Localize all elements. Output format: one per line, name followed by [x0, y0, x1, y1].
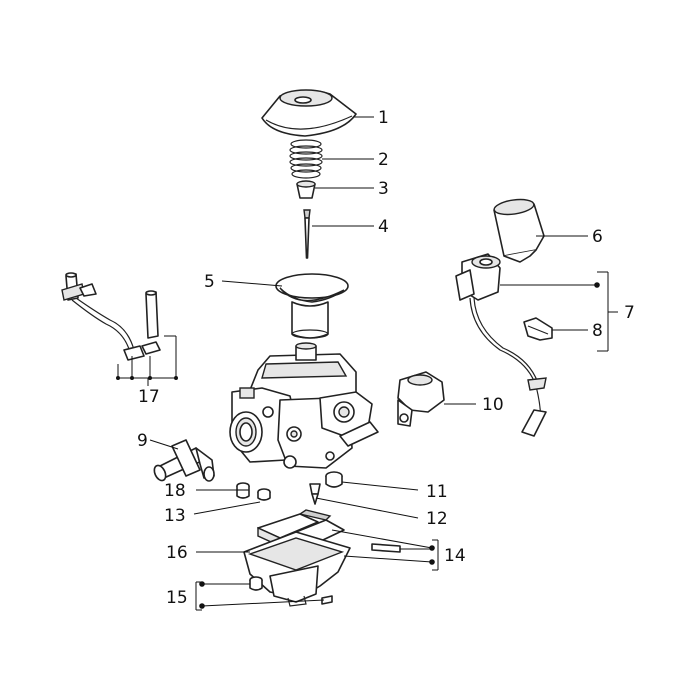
callout-5: 5: [204, 272, 215, 292]
part-hose-assembly[interactable]: [61, 272, 161, 361]
part-hose-fitting[interactable]: [152, 439, 215, 482]
callout-4: 4: [378, 217, 389, 237]
part-top-cover[interactable]: [261, 89, 357, 137]
callout-14: 14: [444, 546, 466, 566]
part-small-screw[interactable]: [257, 488, 271, 501]
callout-2: 2: [378, 150, 389, 170]
part-diaphragm-slide[interactable]: [275, 273, 349, 339]
callout-labels: 1 2 3 4 5 6 7 8 9 10 11 12 13 14 15 16 1…: [137, 108, 635, 608]
callout-18: 18: [164, 481, 186, 501]
leader-dots: [116, 282, 600, 609]
part-throttle-bracket[interactable]: [397, 371, 445, 427]
callout-11: 11: [426, 482, 448, 502]
part-jet[interactable]: [236, 482, 250, 499]
callout-13: 13: [164, 506, 186, 526]
callout-16: 16: [166, 543, 188, 563]
callout-9: 9: [137, 431, 148, 451]
part-rubber-sleeve[interactable]: [493, 197, 545, 263]
part-jet-needle[interactable]: [303, 209, 311, 259]
part-carburetor-body[interactable]: [229, 342, 379, 469]
part-spring[interactable]: [289, 139, 323, 179]
part-bowl-screws[interactable]: [249, 576, 333, 605]
leader-lines: [117, 116, 618, 611]
part-starter-choke[interactable]: [455, 253, 547, 437]
callout-1: 1: [378, 108, 389, 128]
callout-3: 3: [378, 179, 389, 199]
callout-6: 6: [592, 227, 603, 247]
part-nut[interactable]: [325, 471, 343, 488]
part-spring-seat[interactable]: [296, 180, 316, 199]
callout-10: 10: [482, 395, 504, 415]
callout-12: 12: [426, 509, 448, 529]
part-float-bowl[interactable]: [243, 531, 351, 607]
callout-17: 17: [138, 387, 160, 407]
callout-15: 15: [166, 588, 188, 608]
callout-7: 7: [624, 303, 635, 323]
callout-8: 8: [592, 321, 603, 341]
part-clip[interactable]: [523, 317, 553, 341]
part-needle-valve[interactable]: [309, 483, 321, 505]
